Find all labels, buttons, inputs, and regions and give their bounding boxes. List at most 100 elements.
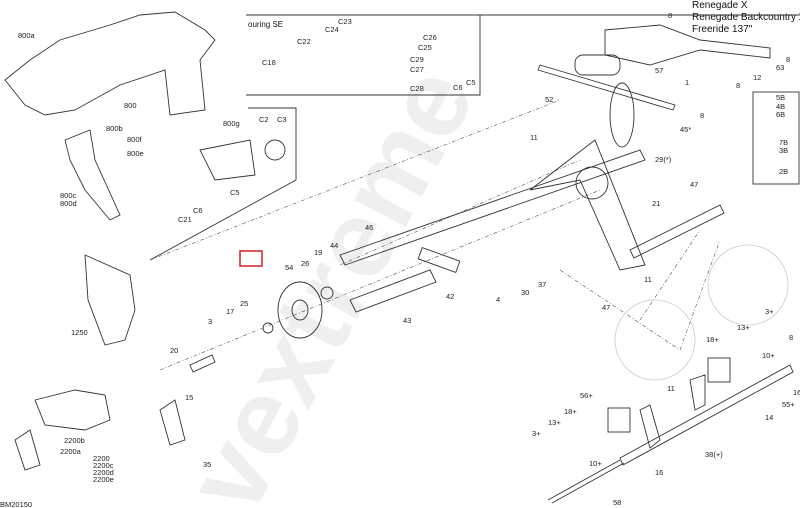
- part-label-12: 12: [753, 73, 761, 82]
- part-label-C18: C18: [262, 58, 276, 67]
- torsion-spring: [575, 166, 609, 200]
- part-label-8: 8: [668, 11, 672, 20]
- part-label-800d: 800d: [60, 199, 77, 208]
- part-label-52: 52: [545, 95, 553, 104]
- part-label-13: 13+: [548, 418, 561, 427]
- part-label-11: 11: [644, 275, 652, 284]
- part-label-47: 47: [602, 303, 610, 312]
- part-label-C5: C5: [466, 78, 476, 87]
- part-label-2200e: 2200e: [93, 475, 114, 484]
- part-label-6B: 6B: [776, 110, 785, 119]
- part-label-10: 10+: [589, 459, 602, 468]
- part-label-58: 58: [613, 498, 621, 507]
- part-label-26: 26: [301, 259, 309, 268]
- part-label-8: 8: [700, 111, 704, 120]
- shaft-21: [629, 204, 725, 259]
- assembly-outline: [149, 99, 721, 371]
- faint-wheel-left: [614, 299, 696, 381]
- part-label-16: 16: [793, 388, 800, 397]
- part-label-38: 38(+): [705, 450, 723, 459]
- part-label-C29: C29: [410, 55, 424, 64]
- part-label-2200: 2200: [93, 454, 110, 463]
- part-label-54: 54: [285, 263, 293, 272]
- shock-kit-box: [752, 91, 800, 185]
- spacer-25: [262, 322, 274, 334]
- inset-title: ouring SE: [248, 20, 283, 29]
- mirror-assembly: [14, 389, 111, 471]
- part-label-63: 63: [776, 63, 784, 72]
- part-label-17: 17: [226, 307, 234, 316]
- part-label-44: 44: [330, 241, 338, 250]
- part-label-3: 3+: [532, 429, 541, 438]
- part-label-C26: C26: [423, 33, 437, 42]
- part-label-57: 57: [655, 66, 663, 75]
- part-label-1250: 1250: [71, 328, 88, 337]
- part-label-30: 30: [521, 288, 529, 297]
- part-label-4: 4: [496, 295, 500, 304]
- part-label-C27: C27: [410, 65, 424, 74]
- part-label-46: 46: [365, 223, 373, 232]
- part-label-11: 11: [667, 384, 675, 393]
- part-label-C24: C24: [325, 25, 339, 34]
- part-label-3: 3: [208, 317, 212, 326]
- swing-arm-29: [529, 139, 646, 271]
- exhaust-canister: [199, 139, 256, 181]
- part-label-800b: 800b: [106, 124, 123, 133]
- part-label-11: 11: [530, 133, 538, 142]
- part-label-2200b: 2200b: [64, 436, 85, 445]
- spring-35: [159, 399, 186, 446]
- shock-reservoir: [574, 54, 621, 76]
- part-label-4B: 4B: [776, 102, 785, 111]
- part-label-14: 14: [765, 413, 773, 422]
- part-label-20: 20: [170, 346, 178, 355]
- part-label-16: 16: [655, 468, 663, 477]
- watermark: vextreme: [163, 47, 498, 508]
- part-label-10: 10+: [762, 351, 775, 360]
- splined-shaft-42: [417, 246, 461, 274]
- part-label-37: 37: [538, 280, 546, 289]
- panel-1250: [84, 254, 136, 346]
- part-label-13: 13+: [737, 323, 750, 332]
- model-3: Freeride 137'': [692, 24, 753, 35]
- part-label-800g: 800g: [223, 119, 240, 128]
- part-label-800e: 800e: [127, 149, 144, 158]
- part-label-C5: C5: [230, 188, 240, 197]
- part-label-2200d: 2200d: [93, 468, 114, 477]
- hood-panel: [4, 11, 216, 116]
- part-label-25: 25: [240, 299, 248, 308]
- part-label-C6: C6: [193, 206, 203, 215]
- clamp-c3: [264, 139, 286, 161]
- side-panel: [64, 129, 121, 221]
- axle-brackets: [639, 374, 706, 449]
- part-label-C22: C22: [297, 37, 311, 46]
- part-label-2200a: 2200a: [60, 447, 82, 456]
- part-label-3: 3+: [765, 307, 774, 316]
- part-label-C25: C25: [418, 43, 432, 52]
- part-label-45: 45*: [680, 125, 691, 134]
- part-label-42: 42: [446, 292, 454, 301]
- rear-axle-38: [619, 364, 794, 466]
- part-label-3B: 3B: [779, 146, 788, 155]
- rod-58: [547, 459, 625, 504]
- part-label-7B: 7B: [779, 138, 788, 147]
- diagram-code: BM20150: [0, 500, 32, 508]
- part-label-18: 18+: [706, 335, 719, 344]
- block-56: [607, 407, 631, 433]
- part-label-43: 43: [403, 316, 411, 325]
- part-label-800f: 800f: [127, 135, 143, 144]
- part-label-15: 15: [185, 393, 193, 402]
- part-label-2200c: 2200c: [93, 461, 114, 470]
- part-label-1: 1: [685, 78, 689, 87]
- rear-shock: [604, 24, 771, 66]
- part-label-800a: 800a: [18, 31, 36, 40]
- part-label-8: 8: [736, 81, 740, 90]
- idler-wheel-49: [277, 281, 323, 339]
- part-label-18: 18+: [564, 407, 577, 416]
- part-label-56: 56+: [580, 391, 593, 400]
- part-label-8: 8: [786, 55, 790, 64]
- part-label-C23: C23: [338, 17, 352, 26]
- part-label-5B: 5B: [776, 93, 785, 102]
- part-label-8: 8: [789, 333, 793, 342]
